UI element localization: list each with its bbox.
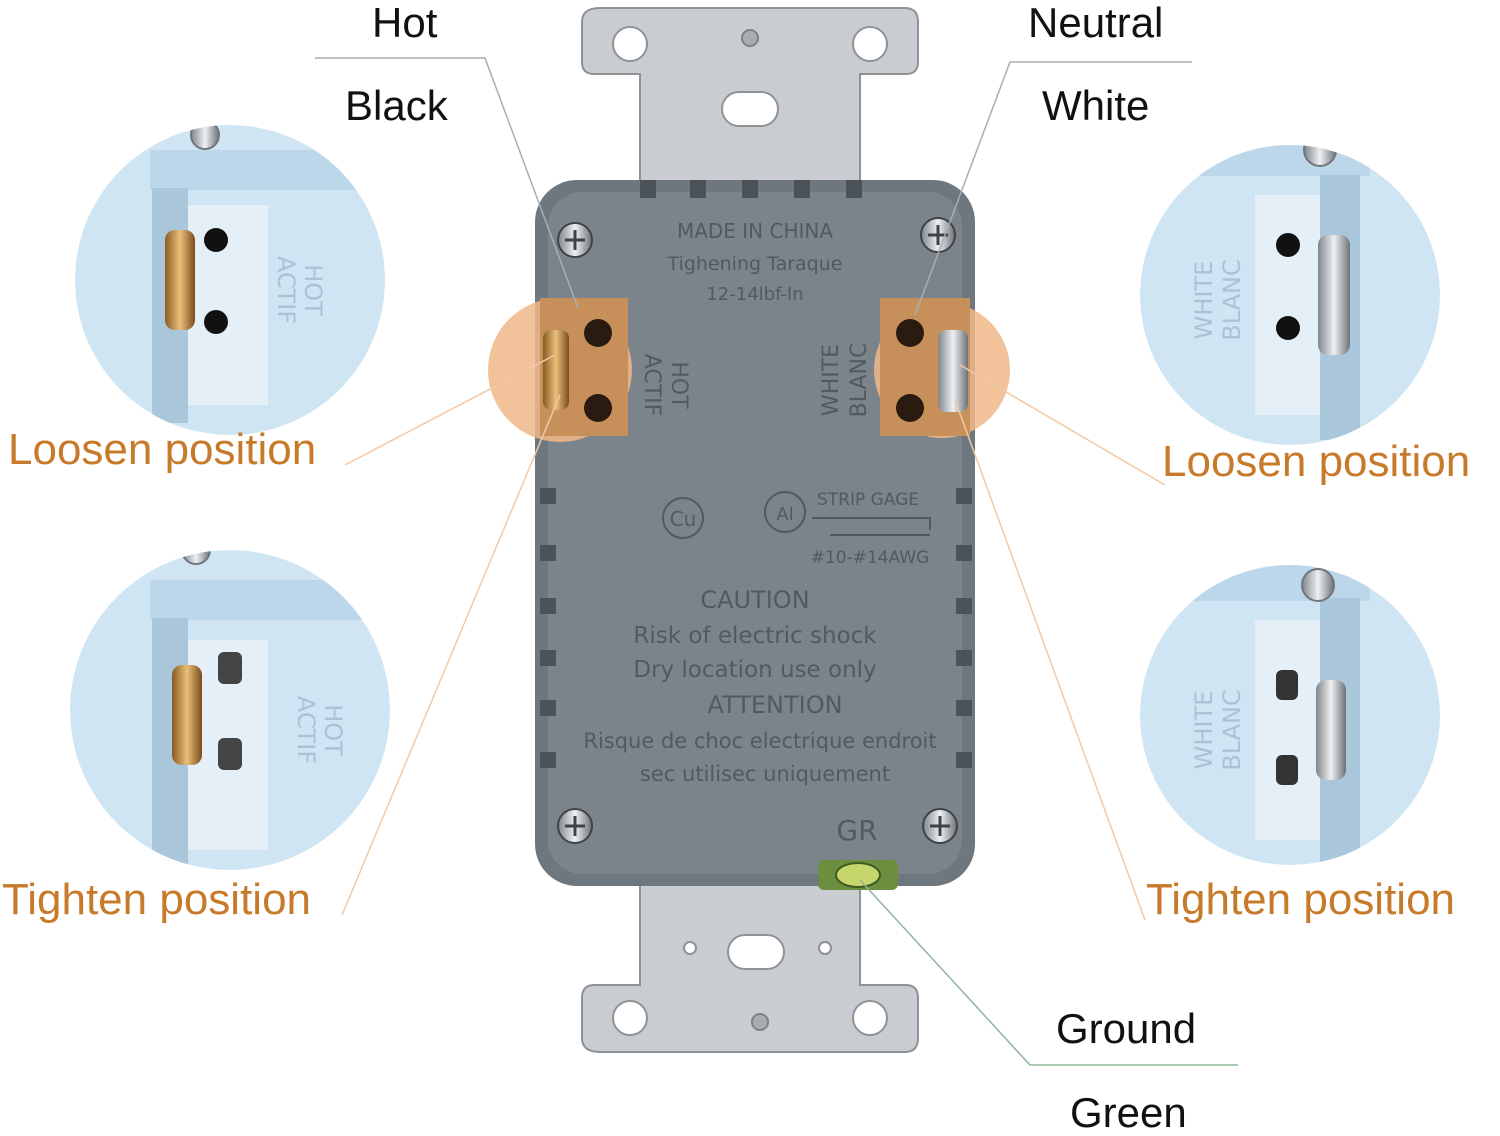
ground-leader-line: [859, 879, 1238, 1066]
loosen-position-left-label: Loosen position: [8, 425, 317, 474]
al-mark: Al: [764, 491, 806, 533]
ground-screw: [818, 860, 898, 890]
hot-label: Hot: [372, 0, 438, 46]
caution-line-2: Dry location use only: [633, 657, 876, 683]
neutral-loosen-leader: [959, 364, 1166, 486]
neutral-terminal: [880, 298, 970, 436]
loosen-position-right-label: Loosen position: [1162, 437, 1471, 486]
svg-text:BLANC: BLANC: [1218, 689, 1246, 771]
made-in-label: MADE IN CHINA: [677, 219, 833, 243]
torque-title: Tighening Taraque: [667, 253, 843, 275]
hot-loosen-inset: HOT ACTIF: [75, 125, 385, 435]
attention-heading: ATTENTION: [707, 691, 842, 719]
cu-mark: Cu: [662, 497, 704, 539]
svg-text:Cu: Cu: [670, 507, 697, 531]
svg-text:WHITE: WHITE: [1190, 261, 1218, 340]
neutral-loosen-inset: WHITE BLANC: [1140, 145, 1440, 445]
receptacle-housing: [535, 180, 975, 886]
strip-gage-mark: [812, 517, 931, 536]
strip-gage-label: STRIP GAGE: [817, 490, 919, 510]
neutral-tighten-inset: WHITE BLANC: [1140, 565, 1440, 865]
svg-text:BLANC: BLANC: [1218, 259, 1246, 341]
hot-tighten-leader: [341, 394, 561, 916]
white-fr-embossed-label: BLANC: [847, 343, 872, 418]
svg-text:ACTIF: ACTIF: [272, 256, 300, 324]
housing-screw: [557, 222, 593, 258]
housing-screw: [557, 808, 593, 844]
mounting-strap-bottom: [581, 879, 919, 1053]
white-label: White: [1042, 82, 1150, 129]
leader-lines: [315, 57, 1238, 1066]
hot-fr-embossed-label: ACTIF: [639, 354, 664, 417]
svg-text:Al: Al: [776, 504, 793, 525]
hot-terminal: [540, 298, 628, 436]
hot-tighten-inset: HOT ACTIF: [70, 550, 390, 870]
housing-vents: [540, 180, 972, 768]
green-label: Green: [1070, 1089, 1187, 1136]
neutral-leader-line: [914, 61, 1192, 316]
hot-leader-line: [315, 57, 579, 309]
tighten-position-right-label: Tighten position: [1146, 875, 1456, 924]
svg-text:WHITE: WHITE: [1190, 691, 1218, 770]
gr-label: GR: [836, 814, 877, 847]
awg-label: #10-#14AWG: [811, 548, 930, 568]
attention-line-1: Risque de choc electrique endroit: [583, 729, 936, 753]
svg-text:HOT: HOT: [299, 264, 327, 316]
caution-line-1: Risk of electric shock: [633, 623, 877, 649]
torque-value: 12-14lbf-In: [706, 284, 803, 305]
caution-heading: CAUTION: [700, 586, 809, 614]
housing-screw: [920, 217, 956, 253]
svg-text:ACTIF: ACTIF: [292, 696, 320, 764]
hot-loosen-leader: [344, 354, 556, 466]
housing-screw: [922, 808, 958, 844]
black-label: Black: [345, 82, 448, 129]
hot-embossed-label: HOT: [666, 361, 691, 409]
ground-label: Ground: [1056, 1005, 1197, 1052]
tighten-position-left-label: Tighten position: [2, 875, 312, 924]
white-embossed-label: WHITE: [819, 344, 844, 416]
neutral-label: Neutral: [1028, 0, 1164, 46]
svg-text:HOT: HOT: [319, 704, 347, 756]
attention-line-2: sec utilisec uniquement: [640, 762, 890, 786]
neutral-tighten-leader: [954, 399, 1146, 921]
mounting-strap-top: [581, 7, 919, 183]
